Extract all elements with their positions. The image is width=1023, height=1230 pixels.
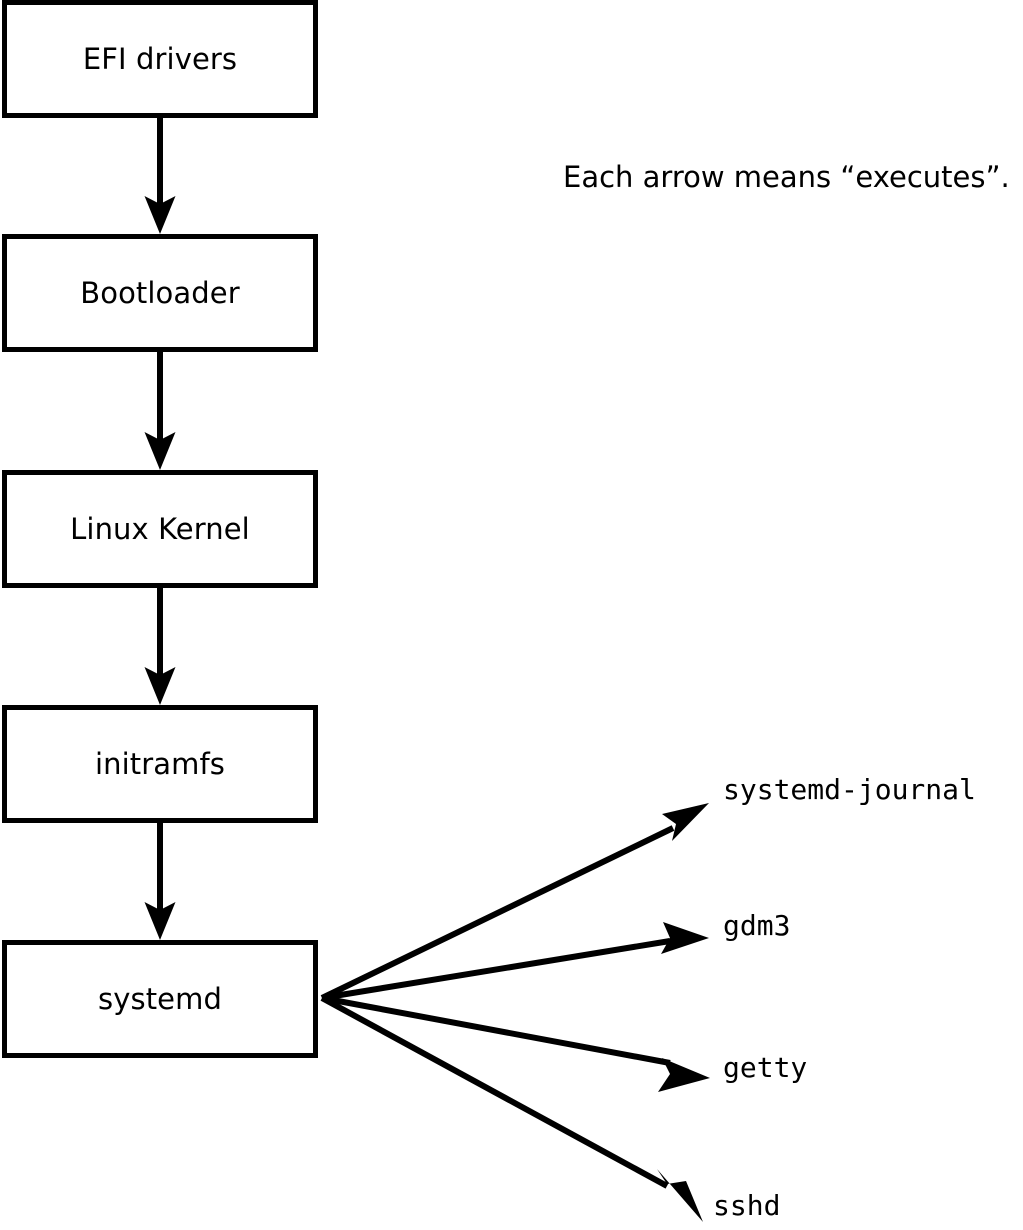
- leaf-label-getty[interactable]: getty: [723, 1051, 808, 1084]
- node-box-bootloader[interactable]: Bootloader: [2, 234, 318, 352]
- leaf-label-gdm3[interactable]: gdm3: [723, 909, 791, 942]
- arrow-systemd-to-getty: [321, 995, 710, 1092]
- node-box-systemd[interactable]: systemd: [2, 940, 318, 1058]
- arrow-initramfs-to-systemd: [144, 823, 176, 940]
- node-box-linux-kernel[interactable]: Linux Kernel: [2, 470, 318, 588]
- arrow-efi-drivers-to-bootloader: [144, 118, 176, 234]
- arrow-systemd-to-gdm3: [321, 922, 709, 1001]
- leaf-label-systemd-journal[interactable]: systemd-journal: [723, 773, 976, 806]
- arrow-bootloader-to-linux-kernel: [144, 352, 176, 470]
- leaf-label-sshd[interactable]: sshd: [713, 1189, 781, 1222]
- node-label-systemd: systemd: [98, 981, 222, 1016]
- node-box-initramfs[interactable]: initramfs: [2, 705, 318, 823]
- node-label-linux-kernel: Linux Kernel: [70, 511, 250, 546]
- diagram-caption: Each arrow means “executes”.: [563, 160, 1010, 194]
- node-label-efi-drivers: EFI drivers: [82, 41, 238, 76]
- node-box-efi-drivers[interactable]: EFI drivers: [2, 0, 318, 118]
- node-label-initramfs: initramfs: [94, 746, 226, 781]
- arrow-linux-kernel-to-initramfs: [144, 588, 176, 705]
- node-label-bootloader: Bootloader: [80, 275, 240, 310]
- arrow-systemd-to-sshd: [320, 995, 703, 1222]
- arrow-systemd-to-systemd-journal: [320, 803, 709, 1001]
